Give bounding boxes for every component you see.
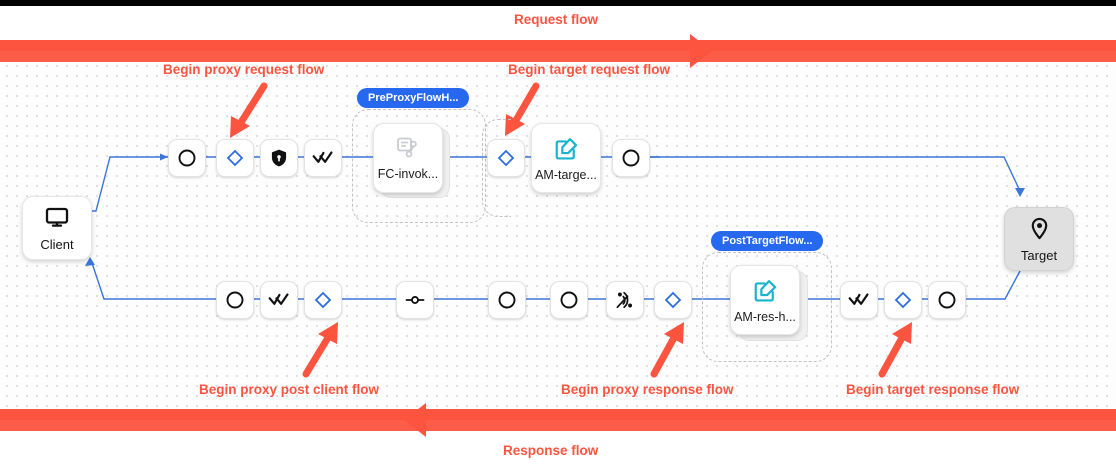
hook-node-label: FC-invok... <box>377 167 439 181</box>
target-node-am-target[interactable]: AM-targe... <box>531 123 601 193</box>
policy-node-rq-p2[interactable] <box>216 139 254 177</box>
response-flow-banner <box>0 403 1116 437</box>
policy-node-rq-p4[interactable] <box>304 139 342 177</box>
badge-pre-proxy-flow-hook[interactable]: PreProxyFlowH... <box>357 88 470 108</box>
group-post-target-flow-hook <box>702 252 832 362</box>
annotation-arrow-begin-proxy-response-flow <box>650 322 684 378</box>
endpoint-target-label: Target <box>1020 247 1058 263</box>
hook-node-fc-invoke[interactable]: FC-invok... <box>373 123 443 193</box>
annotation-begin-target-response-flow: Begin target response flow <box>846 382 1020 397</box>
policy-node-rs-p3[interactable] <box>304 281 342 319</box>
double-check-icon <box>268 293 289 305</box>
edit-square-icon <box>754 279 776 302</box>
annotation-begin-target-request-flow: Begin target request flow <box>508 62 671 77</box>
policy-node-rs-p2[interactable] <box>260 281 298 319</box>
blue-diamond-icon <box>497 149 515 167</box>
flow-canvas[interactable]: PreProxyFlowH... PostTargetFlow... <box>0 49 1116 409</box>
request-flow-bar-shade <box>0 51 1116 62</box>
policy-node-rs-p8[interactable] <box>654 281 692 319</box>
policy-node-rq-p5[interactable] <box>487 139 525 177</box>
response-flow-arrowhead <box>404 403 426 437</box>
circle-outline-icon <box>178 149 196 167</box>
policy-node-rs-p7[interactable] <box>606 281 644 319</box>
endpoint-target[interactable]: Target <box>1004 207 1074 271</box>
circle-outline-icon <box>938 291 956 309</box>
endpoint-client-label: Client <box>40 237 74 252</box>
group-target-request-boundary <box>482 119 511 217</box>
request-flow-banner <box>0 34 1116 68</box>
location-pin-icon <box>1031 217 1047 239</box>
policy-node-rs-p9[interactable] <box>840 281 878 319</box>
badge-post-target-flow-hook[interactable]: PostTargetFlow... <box>711 231 824 251</box>
policy-node-rs-p1[interactable] <box>216 281 254 319</box>
annotation-arrow-begin-proxy-post-client-flow <box>302 322 338 378</box>
hook-node-am-res-h[interactable]: AM-res-h... <box>730 265 800 335</box>
blue-diamond-icon <box>226 149 244 167</box>
monitor-icon <box>45 207 69 227</box>
policy-node-rq-p3[interactable] <box>260 139 298 177</box>
top-black-strip <box>0 0 1116 6</box>
response-flow-label: Response flow <box>503 443 599 458</box>
blue-diamond-icon <box>664 291 682 309</box>
double-check-icon <box>848 293 869 305</box>
signal-wave-icon <box>616 291 633 309</box>
policy-node-rs-p11[interactable] <box>928 281 966 319</box>
request-flow-label: Request flow <box>514 12 599 27</box>
request-flow-arrowhead <box>690 34 712 68</box>
circle-outline-icon <box>560 291 578 309</box>
policy-node-rs-p6[interactable] <box>550 281 588 319</box>
double-check-icon <box>312 151 333 163</box>
annotation-begin-proxy-post-client-flow: Begin proxy post client flow <box>199 382 380 397</box>
group-pre-proxy-flow-hook <box>352 109 486 223</box>
policy-node-rq-p1[interactable] <box>168 139 206 177</box>
connector-wires <box>85 153 1025 304</box>
shield-lock-icon <box>271 149 287 167</box>
endpoint-client[interactable]: Client <box>22 196 92 260</box>
blue-diamond-icon <box>314 291 332 309</box>
annotation-begin-proxy-request-flow: Begin proxy request flow <box>163 62 325 77</box>
edit-square-icon <box>555 137 577 160</box>
policy-node-rs-p5[interactable] <box>488 281 526 319</box>
annotation-arrow-begin-proxy-request-flow <box>230 82 268 138</box>
flow-callout-icon <box>397 137 417 158</box>
circle-outline-icon <box>498 291 516 309</box>
node-dot-icon <box>405 296 425 304</box>
response-hook-node-label: AM-res-h... <box>734 309 796 324</box>
policy-node-rq-p6[interactable] <box>612 139 650 177</box>
policy-node-rs-p4[interactable] <box>396 281 434 319</box>
circle-outline-icon <box>622 149 640 167</box>
blue-diamond-icon <box>894 291 912 309</box>
policy-node-rs-p10[interactable] <box>884 281 922 319</box>
circle-outline-icon <box>226 291 244 309</box>
annotation-begin-proxy-response-flow: Begin proxy response flow <box>561 382 734 397</box>
annotation-arrow-begin-target-response-flow <box>878 322 912 378</box>
response-flow-bar-shade <box>0 420 1116 431</box>
target-node-label: AM-targe... <box>535 167 597 182</box>
